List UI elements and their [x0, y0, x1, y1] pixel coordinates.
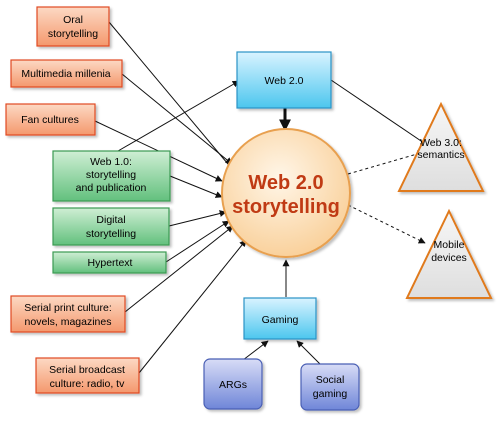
node-label: Serial print culture:	[24, 302, 112, 314]
node-hypertext: Hypertext	[52, 251, 167, 274]
node-label: Web 3.0:	[420, 137, 462, 149]
edge-broadcast-to-center	[138, 239, 247, 374]
node-serial-print-culture: Serial print culture: novels, magazines	[10, 295, 126, 333]
node-label: Mobile	[434, 239, 465, 251]
edge-args-to-gaming	[242, 340, 269, 361]
node-social-gaming: Social gaming	[300, 363, 360, 411]
edge-hypertext-to-center	[165, 220, 230, 263]
edge-digital-to-center	[168, 210, 227, 227]
node-digital-storytelling: Digital storytelling	[52, 207, 170, 246]
node-fan-cultures: Fan cultures	[5, 103, 96, 136]
node-label: storytelling	[86, 228, 136, 240]
edge-web1-to-web2	[117, 80, 240, 152]
connector-layer	[94, 21, 428, 374]
edge-multimedia-to-center	[121, 73, 233, 165]
node-label: Oral	[63, 14, 83, 26]
node-label: Social	[316, 374, 345, 386]
node-multimedia-millenia: Multimedia millenia	[10, 59, 123, 88]
node-label: gaming	[313, 388, 348, 400]
edge-web2-to-web3	[330, 79, 428, 146]
node-label: Web 2.0	[265, 75, 304, 87]
node-label: novels, magazines	[25, 316, 112, 328]
node-oral-storytelling: Oral storytelling	[36, 6, 110, 47]
center-label-line1: Web 2.0	[248, 172, 323, 194]
edge-serialprint-to-center	[124, 225, 234, 313]
node-label: storytelling	[86, 169, 136, 181]
edge-center-to-web3	[347, 150, 425, 175]
node-args: ARGs	[203, 358, 263, 410]
center-label-line2: storytelling	[232, 196, 340, 218]
node-label: devices	[431, 252, 467, 264]
node-web2: Web 2.0	[236, 51, 332, 109]
node-label: ARGs	[219, 379, 247, 391]
node-web1-storytelling-publication: Web 1.0: storytelling and publication	[52, 150, 171, 202]
edge-social-to-gaming	[296, 340, 322, 366]
node-label: and publication	[76, 182, 147, 194]
edge-web1-to-center	[169, 175, 223, 198]
node-label: Web 1.0:	[90, 156, 132, 168]
node-label: Digital	[96, 214, 125, 226]
node-label: Gaming	[262, 314, 299, 326]
node-label: culture: radio, tv	[50, 378, 125, 390]
edge-center-to-mobile	[347, 204, 426, 244]
node-label: Fan cultures	[21, 114, 79, 126]
node-label: Hypertext	[88, 257, 133, 269]
node-label: Multimedia millenia	[21, 68, 110, 80]
center-node-web2-storytelling: Web 2.0 storytelling	[221, 128, 351, 258]
node-mobile-devices: Mobile devices	[405, 208, 493, 299]
node-label: Serial broadcast	[49, 364, 125, 376]
node-label: storytelling	[48, 28, 98, 40]
edge-oral-to-center	[108, 21, 239, 177]
node-web3-semantics: Web 3.0: semantics	[397, 101, 485, 192]
node-serial-broadcast-culture: Serial broadcast culture: radio, tv	[35, 357, 140, 394]
node-label: semantics	[417, 149, 464, 161]
node-gaming: Gaming	[243, 297, 317, 340]
